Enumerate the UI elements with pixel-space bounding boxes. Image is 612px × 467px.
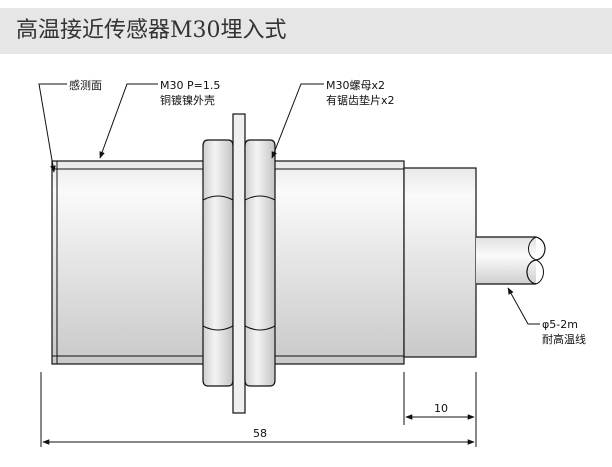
label-thread-spec: M30 P=1.5 <box>160 79 220 92</box>
label-sensing-face: 感测面 <box>69 79 102 92</box>
dim-overall-value: 58 <box>253 427 267 440</box>
label-washer: 有锯齿垫片x2 <box>326 93 395 107</box>
page-title: 高温接近传感器M30埋入式 <box>16 18 287 43</box>
leader-sensing-face <box>38 83 67 173</box>
nut-right <box>244 139 276 387</box>
cable-break-back <box>528 236 544 285</box>
washer <box>232 113 246 414</box>
label-cable-size: φ5-2m <box>542 318 578 331</box>
nut-left <box>202 139 234 387</box>
leader-thread <box>99 83 158 159</box>
cable <box>476 237 536 284</box>
leader-cable <box>507 287 540 325</box>
label-cable-type: 耐高温线 <box>542 332 586 346</box>
label-nut: M30螺母x2 <box>326 79 385 92</box>
rear-collar <box>403 167 477 358</box>
dim-small-value: 10 <box>434 402 448 415</box>
header-bar: 高温接近传感器M30埋入式 <box>0 8 612 54</box>
leader-nut <box>271 83 324 159</box>
label-housing: 铜镀镍外壳 <box>160 93 215 107</box>
